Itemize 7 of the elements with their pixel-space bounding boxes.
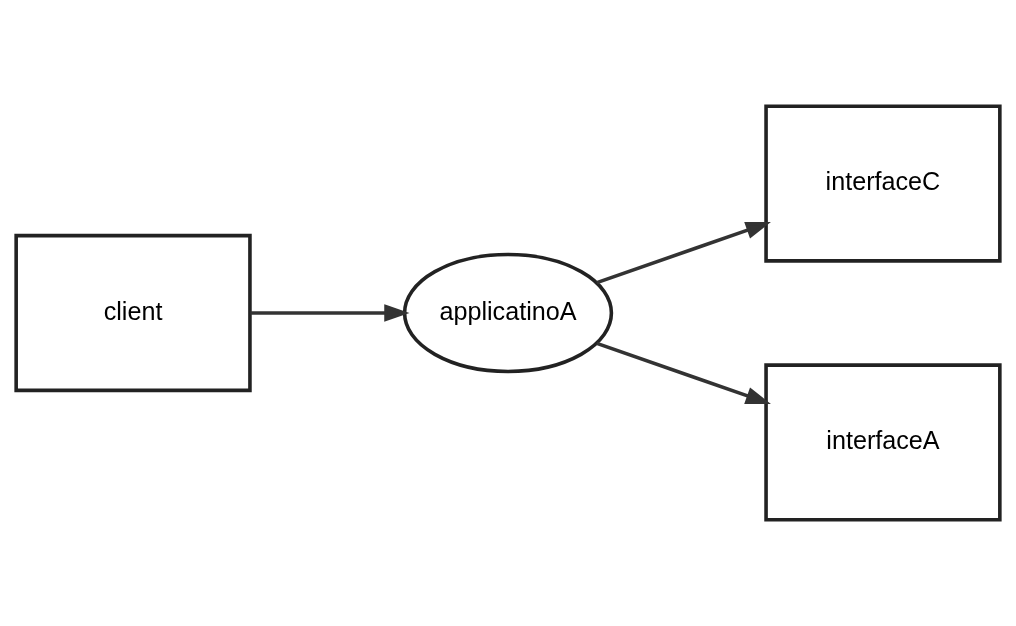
arrow (596, 341, 771, 405)
arrow (596, 221, 771, 285)
node-box: interfaceA (764, 363, 1002, 522)
node-box: client (14, 233, 252, 393)
arrow (250, 304, 410, 322)
node-box: interfaceC (764, 104, 1002, 263)
node-ellipse: applicatinoA (402, 252, 614, 374)
